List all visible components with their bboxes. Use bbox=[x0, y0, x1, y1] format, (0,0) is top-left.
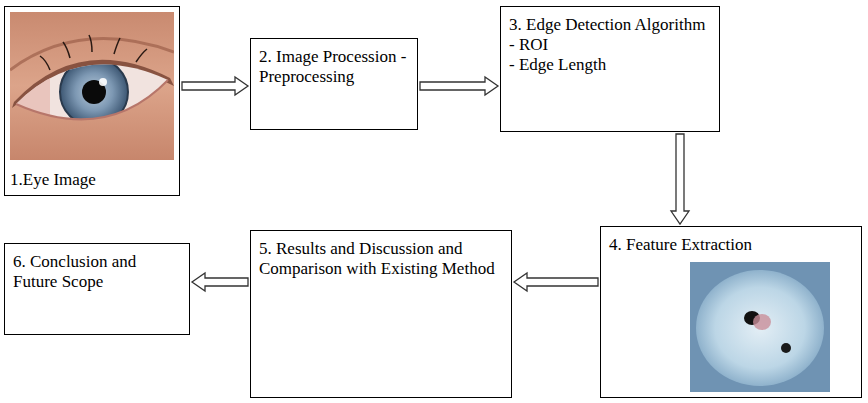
block-arrow bbox=[671, 134, 689, 224]
block-arrow bbox=[514, 273, 598, 291]
process-box: 2. Image Procession - Preprocessing bbox=[250, 38, 418, 130]
box-text: 6. Conclusion and Future Scope bbox=[13, 252, 181, 292]
box-text: 1.Eye Image bbox=[10, 170, 174, 190]
box-text: 5. Results and Discussion and Comparison… bbox=[259, 239, 503, 279]
process-box: 4. Feature Extraction bbox=[600, 226, 862, 398]
block-arrow bbox=[182, 77, 248, 95]
eye-photo bbox=[10, 12, 174, 160]
box-text: - ROI bbox=[509, 35, 711, 55]
block-arrow bbox=[420, 77, 498, 95]
process-box: 5. Results and Discussion and Comparison… bbox=[250, 230, 512, 398]
box-text: - Edge Length bbox=[509, 55, 711, 75]
process-box: 1.Eye Image bbox=[4, 6, 180, 196]
process-box: 3. Edge Detection Algorithm- ROI- Edge L… bbox=[500, 6, 720, 132]
box-text: 2. Image Procession - Preprocessing bbox=[259, 47, 409, 87]
block-arrow bbox=[192, 273, 248, 291]
process-box: 6. Conclusion and Future Scope bbox=[4, 243, 190, 335]
feature-image bbox=[690, 262, 830, 392]
box-text: 4. Feature Extraction bbox=[609, 235, 853, 255]
box-text: 3. Edge Detection Algorithm bbox=[509, 15, 711, 35]
